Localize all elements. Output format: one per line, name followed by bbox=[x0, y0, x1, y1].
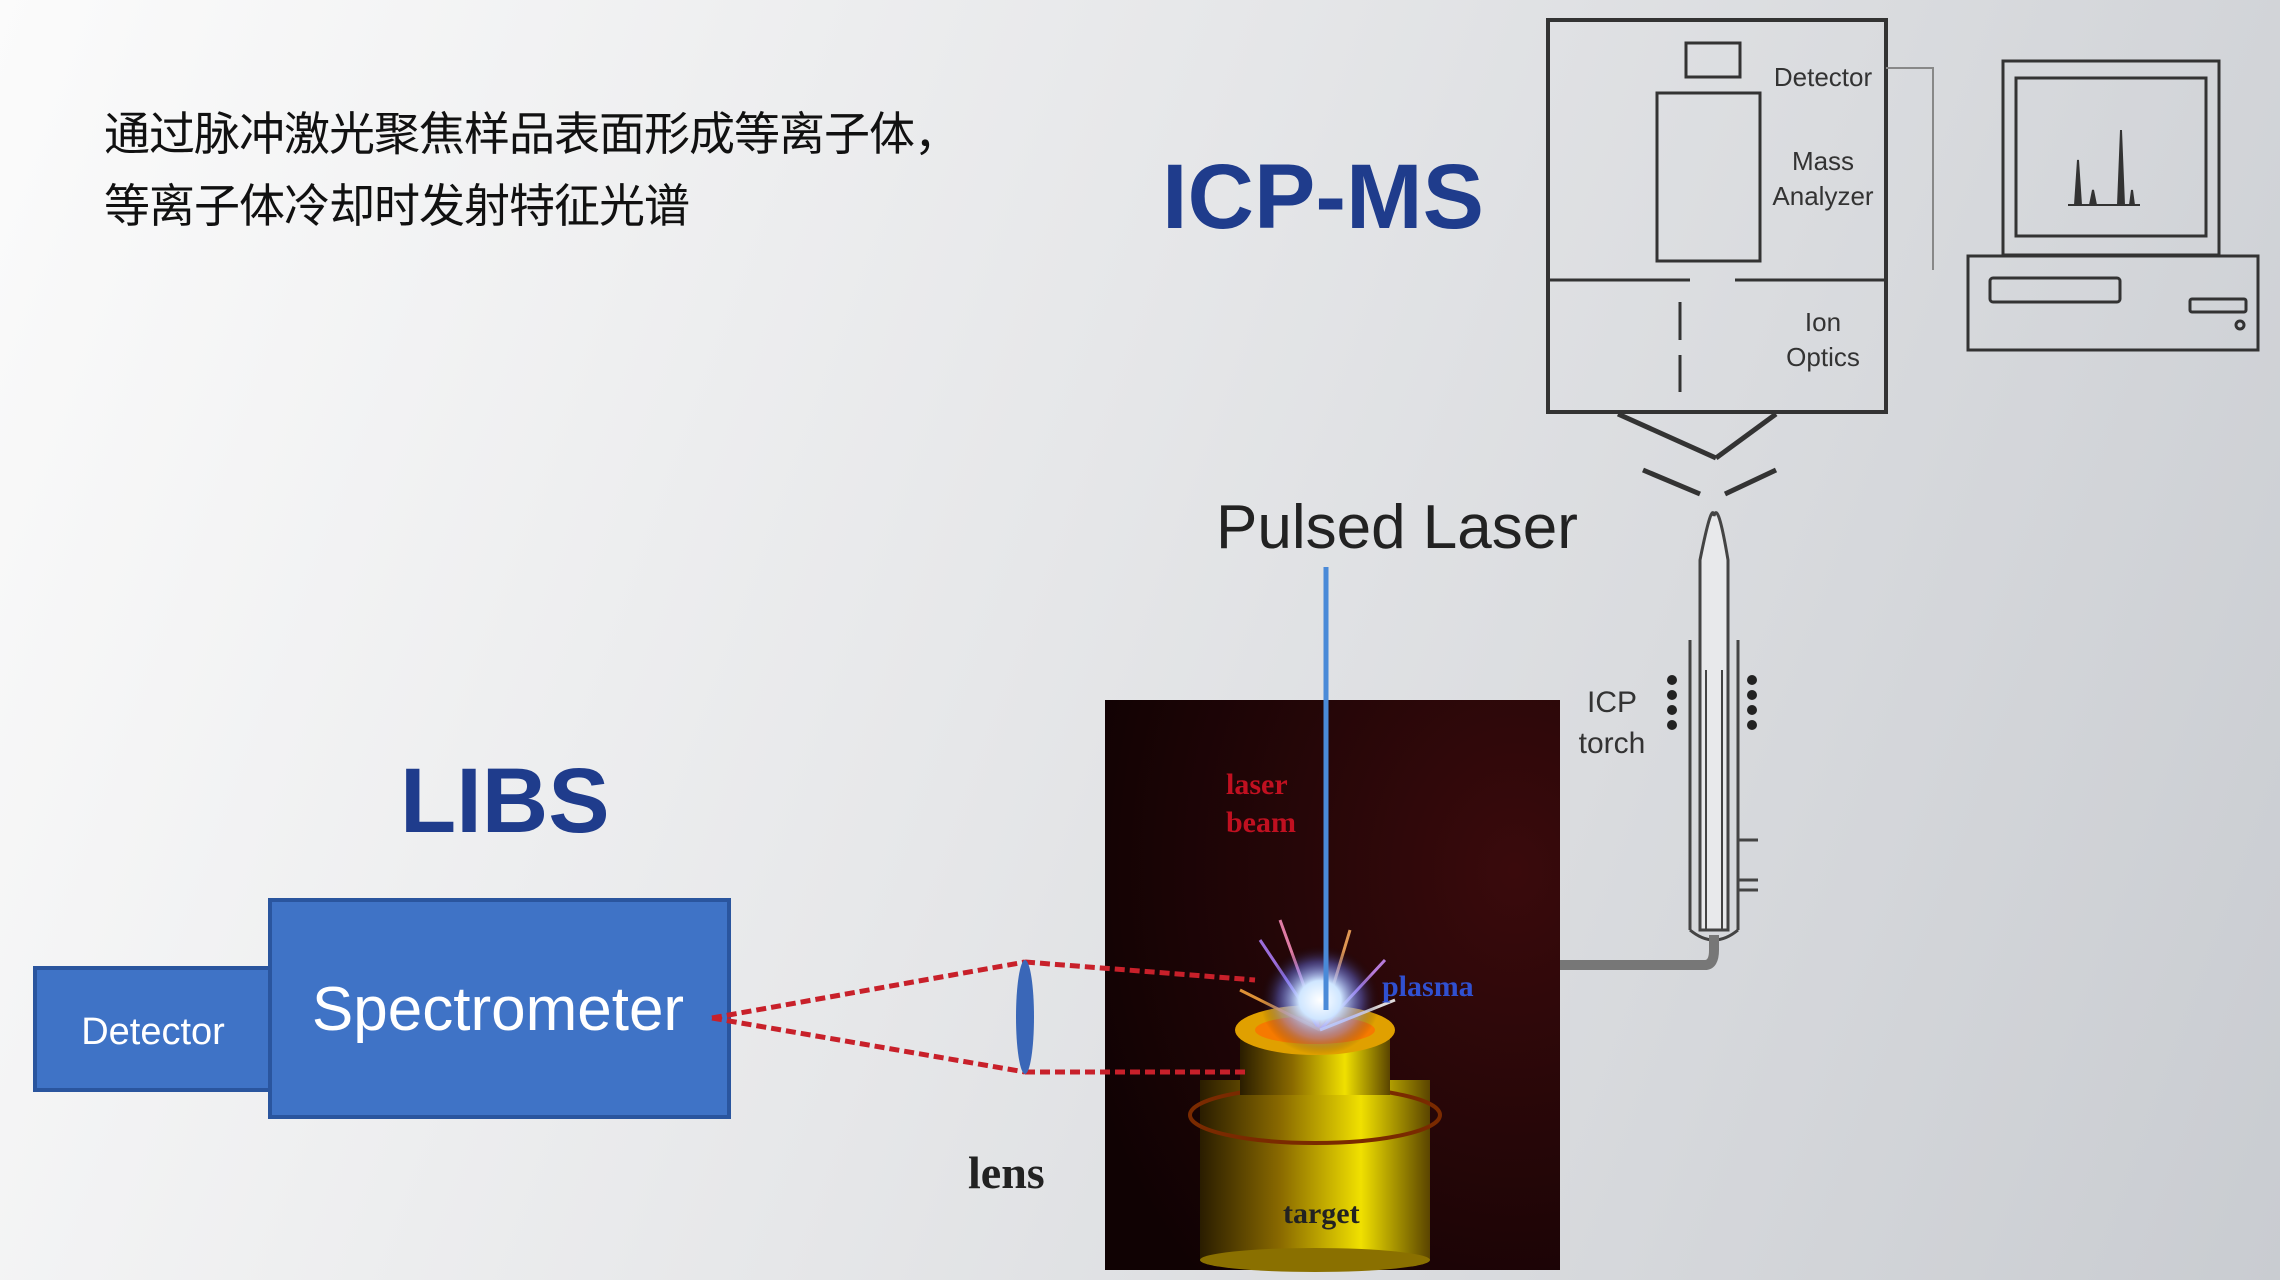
icpms-analyzer-label: Analyzer bbox=[1772, 181, 1873, 211]
icpms-title: ICP-MS bbox=[1162, 146, 1484, 248]
pulsed-laser-label: Pulsed Laser bbox=[1216, 493, 1578, 562]
libs-detector-label: Detector bbox=[81, 1011, 225, 1053]
icpms-ion-label: Ion bbox=[1805, 307, 1841, 337]
lens-label: lens bbox=[968, 1147, 1045, 1198]
laser-beam-label-2: beam bbox=[1226, 806, 1296, 839]
computer-icon bbox=[1966, 59, 2260, 352]
laser-beam-label-1: laser bbox=[1226, 768, 1288, 801]
caption-line-2: 等离子体冷却时发射特征光谱 bbox=[104, 179, 690, 233]
spectrometer-box bbox=[268, 898, 731, 1119]
icp-label: ICP bbox=[1587, 686, 1637, 719]
caption-line-1: 通过脉冲激光聚焦样品表面形成等离子体， bbox=[104, 107, 960, 161]
lens-icon bbox=[1016, 960, 1034, 1074]
target-label: target bbox=[1283, 1197, 1360, 1230]
icpms-mass-label: Mass bbox=[1792, 146, 1854, 176]
ablation-chamber bbox=[1105, 567, 1560, 1272]
libs-title: LIBS bbox=[400, 750, 610, 852]
icpms-optics-label: Optics bbox=[1786, 342, 1860, 372]
icp-torch bbox=[1560, 511, 1758, 970]
spectrometer-label: Spectrometer bbox=[312, 975, 684, 1044]
icpms-detector-label: Detector bbox=[1774, 62, 1873, 92]
libs-detector-box bbox=[33, 966, 273, 1092]
icpms-instrument bbox=[1546, 18, 1934, 497]
optical-path bbox=[711, 959, 1256, 1075]
torch-label: torch bbox=[1579, 727, 1646, 760]
plasma-label: plasma bbox=[1382, 970, 1474, 1003]
